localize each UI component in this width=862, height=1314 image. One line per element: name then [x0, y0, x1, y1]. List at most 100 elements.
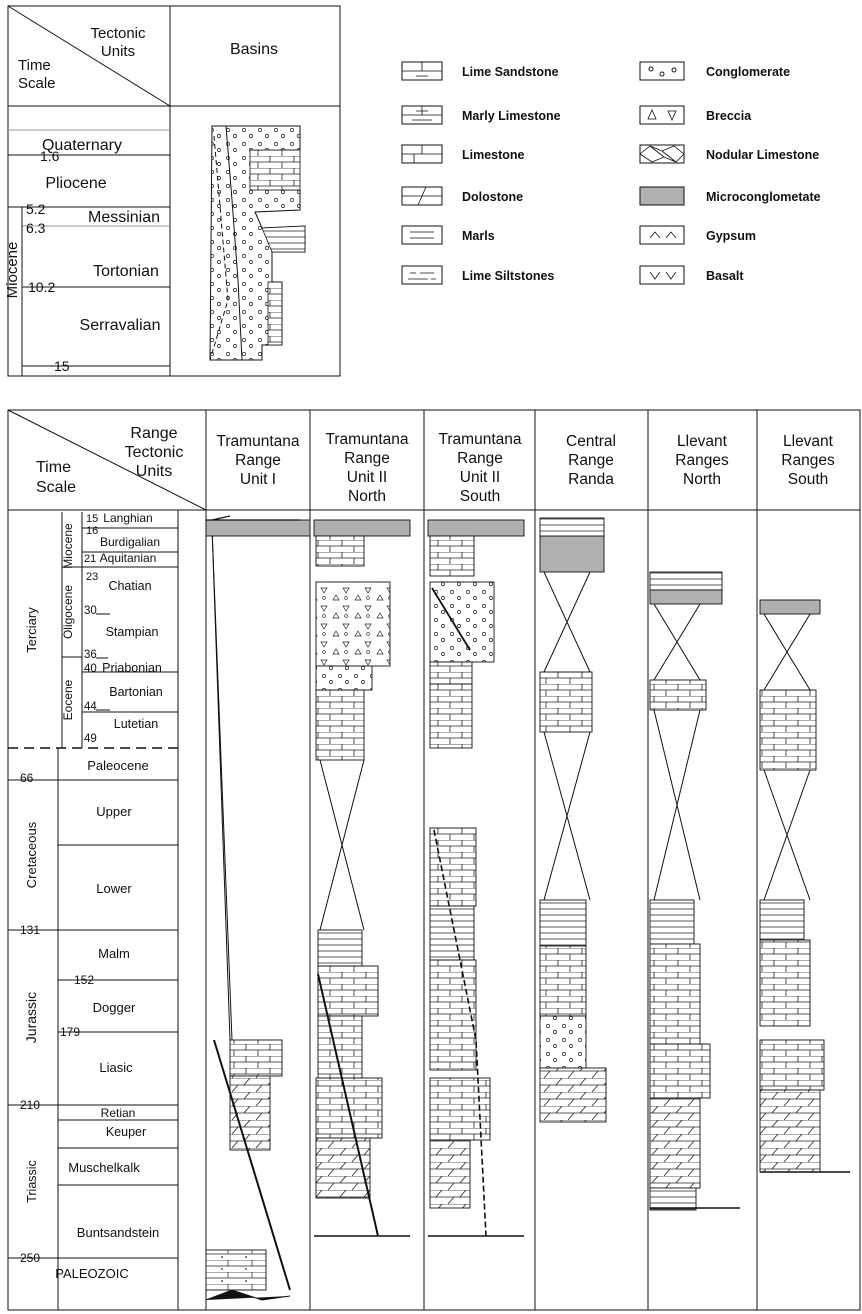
limestone-eocene [430, 684, 472, 748]
marls-lower [318, 930, 362, 966]
stage-stampian: Stampian [106, 625, 159, 639]
gap-cross [544, 732, 590, 900]
age-250: 250 [20, 1251, 40, 1265]
limestone-eocene [540, 672, 592, 732]
stage-lower: Lower [96, 881, 132, 896]
legend-label-left-1: Marly Limestone [462, 109, 561, 123]
top-header-tectonic: TectonicUnits [90, 25, 146, 60]
period-terciary: Terciary [24, 607, 39, 653]
gap-cross [320, 760, 364, 930]
conglomerate-oligocene [430, 582, 494, 662]
legend-label-left-4: Marls [462, 229, 495, 243]
period-triassic: Triassic [25, 1160, 39, 1203]
stage-chatian: Chatian [108, 579, 151, 593]
age-1-6: 1.6 [40, 148, 60, 164]
age-36: 36 [84, 649, 97, 661]
limestone-liasic [760, 1040, 824, 1090]
row-pliocene: Pliocene [45, 175, 106, 192]
age-16: 16 [86, 525, 98, 537]
paleozoic-basement [206, 1290, 290, 1300]
period-jurassic: Jurassic [23, 992, 39, 1043]
limestone-jurassic [760, 940, 810, 1026]
gap-cross [764, 614, 810, 690]
epoch-eocene: Eocene [61, 679, 75, 720]
gap-line [212, 528, 232, 1040]
legend-label-right-0: Conglomerate [706, 65, 790, 79]
micro-conglomerate [540, 536, 604, 572]
marls-lower [430, 906, 474, 960]
legend-label-right-1: Breccia [706, 109, 752, 123]
age-15: 15 [54, 358, 70, 374]
legend-label-left-0: Lime Sandstone [462, 65, 559, 79]
stage-muschelkalk: Muschelkalk [68, 1160, 140, 1175]
dolostone-triassic [430, 1140, 470, 1208]
limestone-cretaceous [430, 828, 476, 906]
age-152: 152 [74, 973, 94, 987]
period-cretaceous: Cretaceous [24, 821, 39, 888]
marls-langhian [540, 518, 604, 536]
limestone-liasic [430, 1078, 490, 1140]
age-30: 30 [84, 605, 97, 617]
breccia-oligocene [316, 582, 390, 666]
legend-swatch-right-3 [640, 187, 684, 205]
limestone-liasic [650, 1044, 710, 1098]
micro-conglomerate [760, 600, 820, 614]
column-header-1: TramuntanaRangeUnit IINorth [326, 431, 409, 505]
legend-label-left-3: Dolostone [462, 190, 523, 204]
limestone-liasic [230, 1040, 282, 1076]
limestone-eocene [760, 690, 816, 770]
limestone-aquitanian [316, 536, 364, 566]
marls-lower [650, 900, 694, 944]
row-messinian: Messinian [88, 209, 160, 226]
stage-aquitanian: Aquitanian [100, 551, 157, 565]
age-49: 49 [84, 733, 97, 745]
stage-bartonian: Bartonian [109, 685, 163, 699]
stage-upper: Upper [96, 804, 132, 819]
gap-cross [764, 770, 810, 900]
thrust-top [206, 516, 300, 520]
legend-label-right-5: Basalt [706, 269, 744, 283]
legend-label-left-5: Lime Siltstones [462, 269, 554, 283]
epoch-miocene: Miocene [61, 523, 75, 569]
legend-swatch-right-4 [640, 226, 684, 244]
epoch-oligocene: Oligocene [61, 585, 75, 639]
marls-lower [540, 900, 586, 946]
limestone-aquitanian [430, 536, 474, 576]
legend-swatch-left-5 [402, 266, 442, 284]
stage-langhian: Langhian [103, 511, 152, 525]
buntsandstein-layer [206, 1250, 266, 1290]
column-header-5: LlevantRangesSouth [781, 433, 835, 488]
limestone-eocene [650, 680, 706, 710]
age-6-3: 6.3 [26, 220, 46, 236]
age-40: 40 [84, 663, 97, 675]
dolostone-triassic [650, 1098, 700, 1188]
limestone-eocene [316, 690, 364, 760]
age-44: 44 [84, 701, 97, 713]
limestone-jurassic [650, 944, 700, 1044]
row-tortonian: Tortonian [93, 263, 159, 280]
micro-conglomerate-top [206, 520, 310, 536]
stage-priabonian: Priabonian [102, 661, 162, 675]
stage-liasic: Liasic [99, 1060, 133, 1075]
age-179: 179 [60, 1025, 80, 1039]
basin-log [210, 126, 305, 360]
stage-keuper: Keuper [106, 1125, 146, 1139]
marls-miocene [650, 572, 722, 590]
legend-label-right-4: Gypsum [706, 229, 756, 243]
legend-swatch-right-1 [640, 106, 684, 124]
columns-drawings [206, 516, 850, 1300]
bottom-header-range: RangeTectonicUnits [125, 425, 184, 480]
micro-conglomerate-top [428, 520, 524, 536]
legend-label-right-3: Microconglometate [706, 190, 821, 204]
stage-burdigalian: Burdigalian [100, 535, 160, 549]
stage-retian: Retian [101, 1106, 136, 1120]
age-66: 66 [20, 771, 34, 785]
age-21: 21 [84, 553, 96, 565]
legend-label-left-2: Limestone [462, 148, 525, 162]
